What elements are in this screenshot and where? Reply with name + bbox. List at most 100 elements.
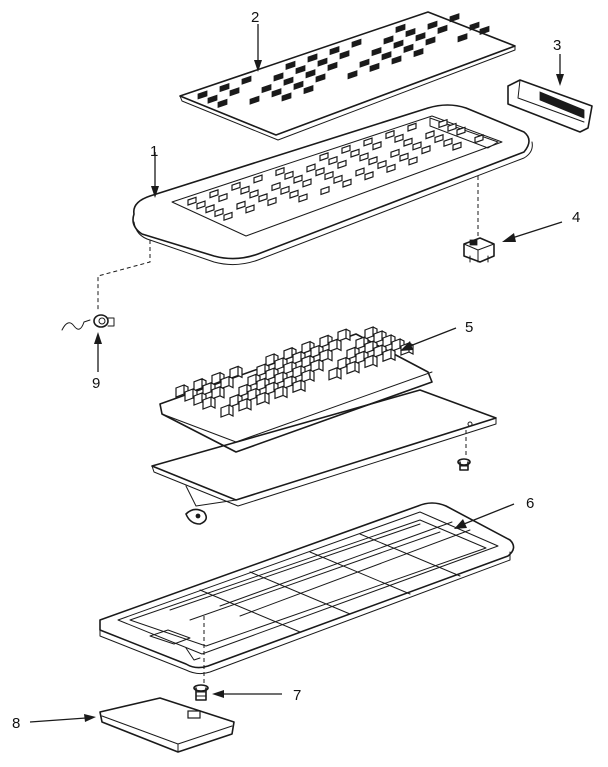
keypad-sheet-keys [197, 13, 490, 108]
key [217, 98, 228, 108]
key [437, 24, 448, 34]
key [285, 60, 296, 70]
key [271, 88, 282, 98]
key [425, 130, 435, 140]
key [425, 36, 436, 46]
callout-leaders [29, 24, 564, 723]
key [295, 64, 306, 75]
key [220, 375, 234, 390]
key [258, 193, 268, 203]
callout-2: 2 [251, 9, 259, 26]
key [371, 46, 382, 57]
frame-rib [199, 589, 301, 633]
key [302, 178, 312, 188]
callout-1: 1 [150, 143, 158, 160]
key [267, 196, 277, 207]
key [324, 170, 334, 181]
key [236, 200, 246, 210]
key [241, 75, 252, 85]
key [240, 185, 250, 195]
key [449, 13, 460, 23]
key [350, 148, 360, 158]
key [310, 358, 324, 373]
key [391, 55, 402, 65]
bottom-case-part [99, 502, 515, 675]
key [219, 82, 230, 93]
key [315, 167, 325, 177]
callout-4: 4 [572, 209, 580, 226]
key [253, 174, 263, 184]
key [319, 348, 333, 363]
frame-rib [189, 531, 441, 621]
key [329, 45, 340, 56]
key [364, 171, 374, 181]
key [346, 360, 360, 375]
key [211, 385, 225, 400]
callout-6: 6 [526, 495, 534, 512]
key [197, 90, 208, 100]
key [187, 196, 197, 206]
key [305, 69, 316, 79]
key [320, 185, 330, 196]
key [403, 43, 414, 53]
key [381, 51, 392, 61]
case-screw [193, 684, 209, 701]
key [315, 73, 326, 83]
key [427, 20, 438, 30]
key [393, 39, 404, 49]
key [307, 53, 318, 63]
board-screw [457, 458, 471, 471]
key [280, 185, 290, 196]
alignment-lines [97, 176, 479, 684]
key [249, 95, 260, 105]
key [359, 58, 370, 68]
key [415, 32, 426, 42]
key [283, 76, 294, 86]
key [452, 141, 462, 151]
keypad-sheet-part [179, 11, 516, 141]
callout-5: 5 [465, 319, 473, 336]
key [319, 152, 329, 162]
key [328, 338, 342, 353]
key [273, 72, 284, 82]
key [438, 118, 448, 129]
key [364, 354, 378, 369]
key [421, 145, 431, 155]
key [351, 38, 362, 48]
key [405, 27, 416, 38]
clip-part [463, 237, 495, 263]
frame-rib [219, 521, 453, 607]
key [333, 174, 343, 185]
key [469, 21, 480, 31]
key [231, 181, 241, 192]
key [261, 83, 272, 94]
key [355, 167, 365, 177]
frame-rib [249, 571, 351, 615]
key [218, 192, 228, 203]
key [390, 148, 400, 159]
key [385, 129, 395, 140]
key [434, 133, 444, 144]
key [275, 166, 285, 177]
key [457, 33, 468, 43]
key [202, 396, 216, 410]
key [328, 366, 342, 381]
key [412, 141, 422, 151]
key [382, 348, 396, 363]
key [372, 141, 382, 151]
key [207, 94, 218, 104]
key [383, 35, 394, 45]
bottom-case-ribs [169, 521, 471, 633]
key [474, 134, 484, 144]
key [292, 379, 306, 394]
callout-3: 3 [553, 37, 561, 54]
key [399, 152, 409, 162]
frame-rib [359, 533, 461, 577]
key [301, 369, 315, 383]
key [317, 57, 328, 67]
key [209, 189, 219, 199]
key [214, 207, 224, 218]
key [249, 189, 259, 199]
key [281, 92, 292, 102]
